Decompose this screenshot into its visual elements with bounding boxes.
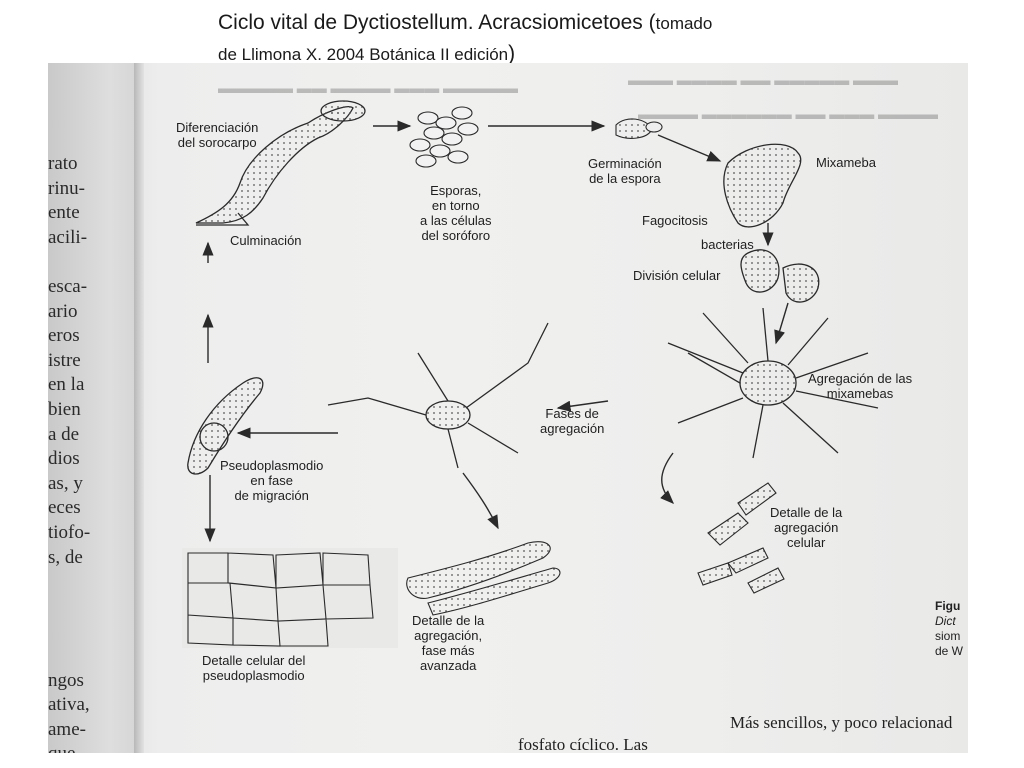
life-cycle-diagram <box>182 100 879 648</box>
label-mixameba: Mixameba <box>816 155 876 170</box>
slide-title: Ciclo vital de Dyctiostellum. Acracsiomi… <box>218 8 818 70</box>
left-page-line: a de <box>48 423 80 445</box>
mixameba-drawing <box>723 143 802 228</box>
figure-caption: Figu Dict siom de W <box>935 599 964 658</box>
left-page-line: ativa, <box>48 694 90 716</box>
label-culminacion: Culminación <box>230 233 302 248</box>
aggregation-streams-drawing <box>327 322 549 469</box>
cell-detail-drawing <box>182 548 398 648</box>
germination-drawing <box>615 118 663 139</box>
title-line-1: Ciclo vital de Dyctiostellum. Acracsiomi… <box>218 11 713 34</box>
left-page-line: rato <box>48 153 78 174</box>
label-division: División celular <box>633 268 721 283</box>
spores-drawing <box>409 106 479 168</box>
left-page-line: dios <box>48 448 80 470</box>
left-page-line: ngos <box>48 669 84 691</box>
cell-division-drawing <box>740 249 820 303</box>
label-bacterias: bacterias <box>701 237 754 252</box>
left-page-line: tiofo- <box>48 522 91 543</box>
bleed-text: ▬▬▬▬▬ ▬▬ ▬▬▬▬ ▬▬▬ ▬▬▬▬▬ <box>218 81 518 97</box>
label-fagocitosis: Fagocitosis <box>642 213 708 228</box>
left-page-line: istre <box>48 349 81 371</box>
cycle-arrows <box>202 120 789 543</box>
left-page-line: que <box>48 743 136 753</box>
left-page-line: eces <box>48 497 81 519</box>
advanced-aggregation-detail-drawing <box>406 541 561 616</box>
bleed-text: ▬▬▬▬ ▬▬▬▬▬▬ ▬▬ ▬▬▬ ▬▬▬▬ <box>638 107 938 123</box>
bottom-text-right: Más sencillos, y poco relacionad <box>730 713 953 732</box>
left-page-line: bien <box>48 399 81 420</box>
book-gutter <box>134 63 144 753</box>
left-page-line: eros <box>48 325 80 347</box>
bleed-text: ▬▬▬ ▬▬▬▬ ▬▬ ▬▬▬▬▬ ▬▬▬ <box>628 73 898 89</box>
pseudoplasmodium-drawing <box>187 377 264 475</box>
left-page-line: s, de <box>48 546 83 568</box>
title-line-2: de Llimona X. 2004 Botánica II edición) <box>218 42 516 65</box>
left-page <box>48 63 136 753</box>
left-page-line: esca- <box>48 276 88 297</box>
bottom-text-center: fosfato cíclico. Las <box>518 735 648 753</box>
aggregation-center-drawing <box>667 307 879 459</box>
sorocarp-drawing <box>195 100 366 226</box>
left-page-line: as, y <box>48 472 83 494</box>
left-page-line: rinu- <box>48 177 85 199</box>
left-page-line: ario <box>48 300 78 322</box>
cellular-aggregation-detail-drawing <box>697 482 785 594</box>
left-page-line: acili- <box>48 226 88 248</box>
left-page-line: ame- <box>48 718 86 740</box>
left-page-line: en la <box>48 374 85 396</box>
left-page-line: ente <box>48 202 80 224</box>
